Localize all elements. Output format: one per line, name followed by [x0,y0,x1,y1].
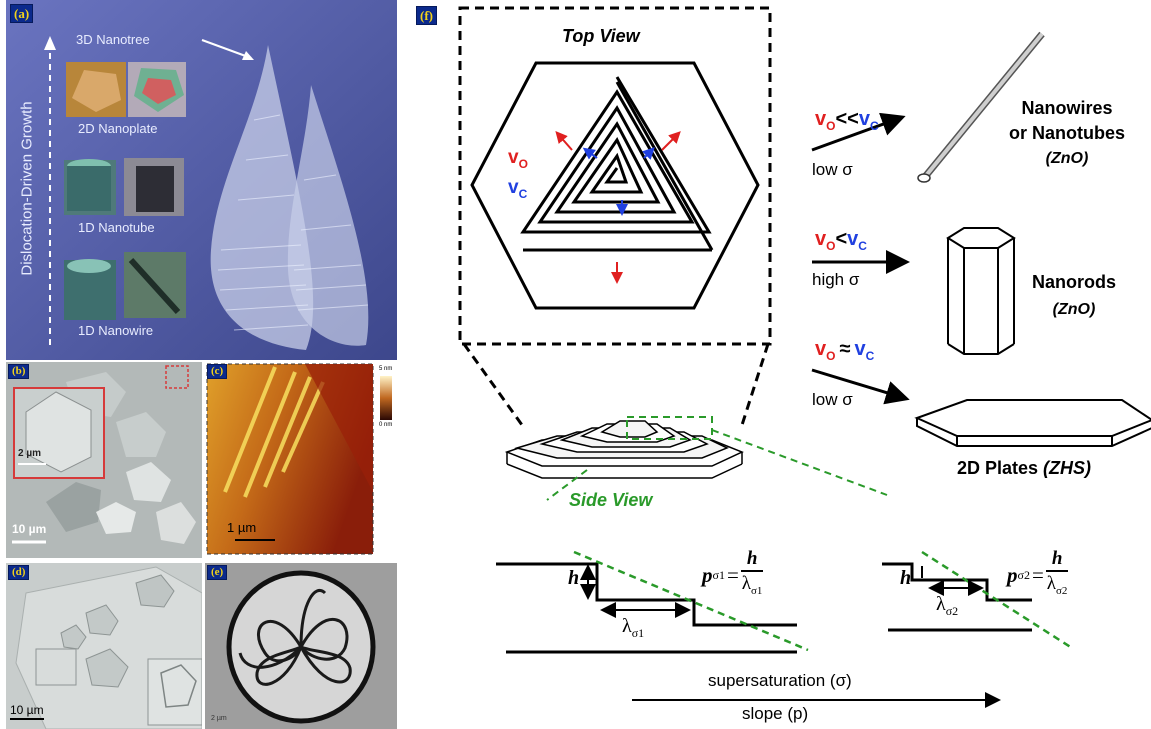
vo-label: vO [508,147,528,171]
panel-label: (d) [8,565,30,580]
inset-scale-bar-label: 2 µm [18,448,41,459]
h-label-2: h [900,567,912,589]
panel-e: (e) 2 µm [205,563,397,729]
panel-label: (f) [416,6,437,25]
panel-b: (b) 10 µm 2 µm [6,362,202,558]
condition-3: vO≈vC [815,338,875,363]
condition-1-sigma: low σ [812,160,853,179]
panel-b-image [6,362,202,558]
panel-f-diagram [458,6,1151,708]
nanoplate-label: 2D Nanoplate [78,121,158,136]
panel-a: (a) 3D Nanotree 2D Nanoplate 1D Nanotube… [6,0,397,360]
condition-1: vO<<vC [815,108,879,133]
h-label-1: h [568,567,580,589]
product-1: Nanowires or Nanotubes (ZnO) [1008,98,1125,167]
nanotube-label: 1D Nanotube [78,220,155,235]
supersaturation-label: supersaturation (σ) [708,671,852,690]
panel-label: (a) [10,4,34,23]
scale-bar-label: 1 µm [227,520,257,535]
panel-c-image [206,363,392,555]
condition-2: vO<vC [815,228,867,253]
condition-2-sigma: high σ [812,270,860,289]
nanowire-label: 1D Nanowire [78,323,154,338]
panel-c: (c) 1 µm 5 nm 0 nm [205,362,397,558]
nanotree-label: 3D Nanotree [76,32,150,47]
colorbar-min-label: 0 nm [379,422,393,428]
vc-label: vC [508,177,528,201]
colorbar-max-label: 5 nm [379,366,393,372]
scale-bar-label: 2 µm [211,715,227,722]
lambda-2-label: λσ2 [936,593,959,618]
scale-bar-label: 10 µm [10,703,44,717]
panel-a-image [6,0,397,360]
panel-e-image [205,563,397,729]
lambda-1-label: λσ1 [622,615,645,640]
panel-label: (b) [8,364,30,379]
condition-3-sigma: low σ [812,390,853,409]
panel-label: (c) [207,364,228,379]
panel-f: (f) Top View Side View vO vC vO<<vC low … [412,0,1151,729]
panel-d: (d) 10 µm [6,563,202,729]
side-view-title: Side View [569,490,653,510]
product-2: Nanorods (ZnO) [1032,272,1117,318]
product-3: 2D Plates (ZHS) [957,458,1092,478]
top-view-title: Top View [562,26,640,46]
panel-label: (e) [207,565,228,580]
axis-label-vertical: Dislocation-Driven Growth [18,101,36,276]
scale-bar-label: 10 µm [12,522,47,536]
slope-label: slope (p) [742,704,809,723]
panel-d-image [6,563,202,729]
